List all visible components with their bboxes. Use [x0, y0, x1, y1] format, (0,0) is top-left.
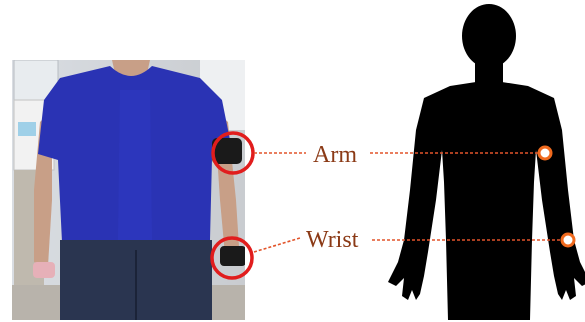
- wrist-sensor: [220, 246, 246, 266]
- wrist-photo-leader: [254, 238, 300, 252]
- person-photo: [12, 60, 246, 320]
- arm-marker: [539, 147, 551, 159]
- wrist-marker: [562, 234, 574, 246]
- wrist-label: Wrist: [306, 227, 359, 253]
- human-body-silhouette-icon: [388, 4, 585, 320]
- arm-label: Arm: [313, 142, 357, 168]
